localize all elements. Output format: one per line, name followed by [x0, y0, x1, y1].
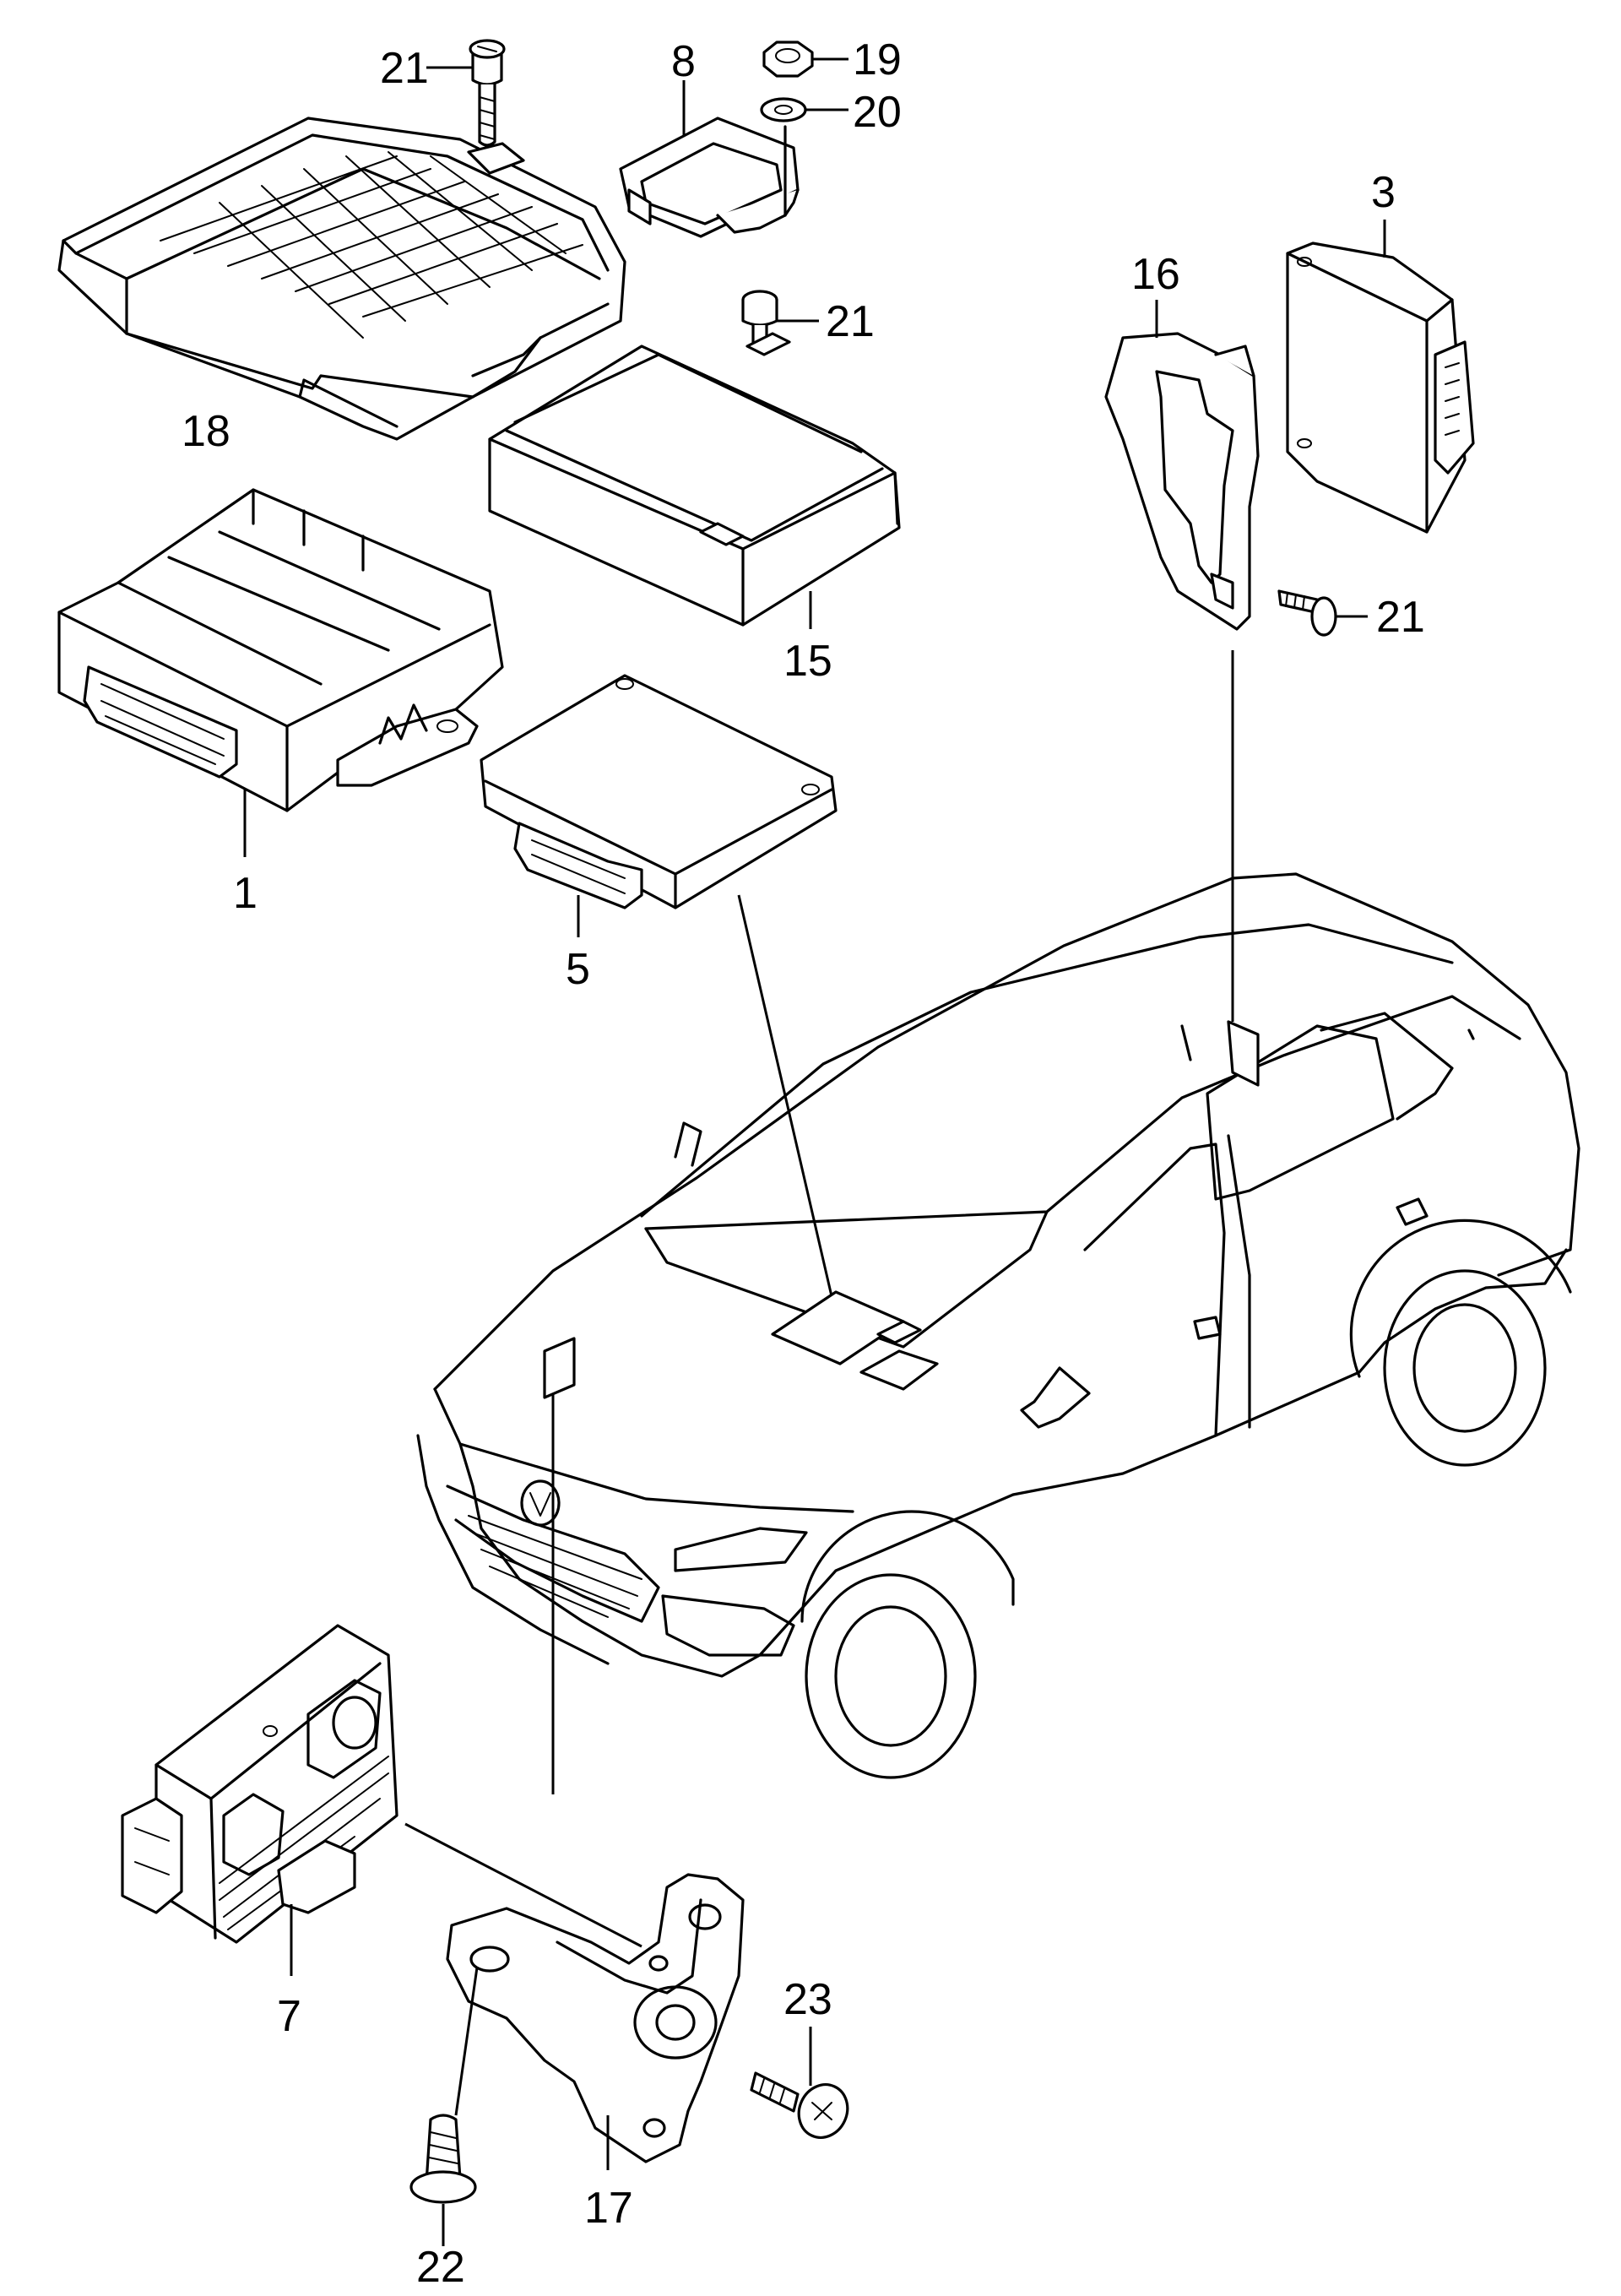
- front-location-marker: [543, 1337, 576, 1399]
- part-21-screw-top: [426, 39, 506, 147]
- callout-19: 19: [853, 35, 902, 84]
- part-21-screw-right: [1277, 589, 1368, 637]
- part-16-bracket: [1104, 300, 1260, 631]
- leader-dash-bracket: [404, 1822, 642, 1948]
- callout-7: 7: [277, 1992, 301, 2041]
- callout-8: 8: [671, 37, 696, 86]
- part-3-control-unit: [1286, 220, 1475, 534]
- part-20-washer: [760, 97, 848, 122]
- part-7-control-unit: [121, 1624, 398, 1976]
- part-23-screw: [750, 2027, 849, 2139]
- part-17-mounting-bracket: [404, 1822, 745, 2170]
- callout-21-right: 21: [1376, 593, 1425, 642]
- bracket-location-marker: [1227, 1020, 1260, 1087]
- callout-20: 20: [853, 88, 902, 137]
- ecu-location-marker: [771, 1290, 905, 1365]
- callout-21-top: 21: [380, 44, 429, 93]
- callout-17: 17: [584, 2184, 633, 2233]
- callout-5: 5: [566, 945, 590, 994]
- callout-23: 23: [783, 1975, 832, 2024]
- callout-21-middle: 21: [826, 297, 875, 346]
- callout-16: 16: [1131, 250, 1180, 299]
- part-15-control-unit: [488, 332, 901, 629]
- vehicle-outline: [416, 872, 1580, 1779]
- callout-1: 1: [233, 869, 258, 918]
- part-1-control-unit: [57, 488, 504, 857]
- part-22-screw: [409, 1967, 479, 2246]
- part-8-sensor-module: [619, 80, 800, 238]
- part-18-tray: [57, 117, 626, 441]
- part-19-nut: [762, 41, 848, 78]
- part-5-ecu-module: [480, 674, 838, 937]
- callout-18: 18: [182, 407, 230, 456]
- callout-3: 3: [1371, 168, 1396, 217]
- callout-15: 15: [783, 637, 832, 686]
- callout-22: 22: [416, 2243, 465, 2292]
